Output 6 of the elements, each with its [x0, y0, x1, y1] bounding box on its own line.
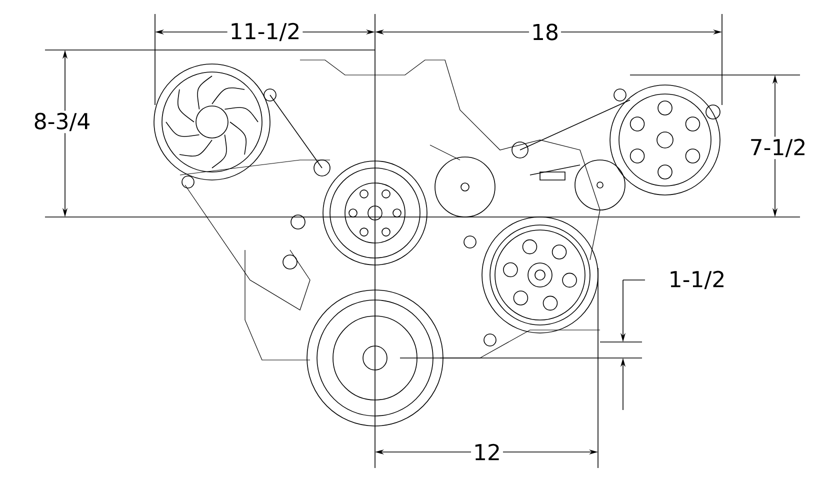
- dimension-label: 18: [529, 22, 561, 42]
- dimension-label: 11-1/2: [227, 20, 303, 44]
- dimension-label: 8-3/4: [31, 110, 93, 134]
- dimension-label: 7-1/2: [747, 136, 809, 160]
- dimension-label: 12: [471, 442, 503, 462]
- dimension-label: 1-1/2: [666, 268, 728, 292]
